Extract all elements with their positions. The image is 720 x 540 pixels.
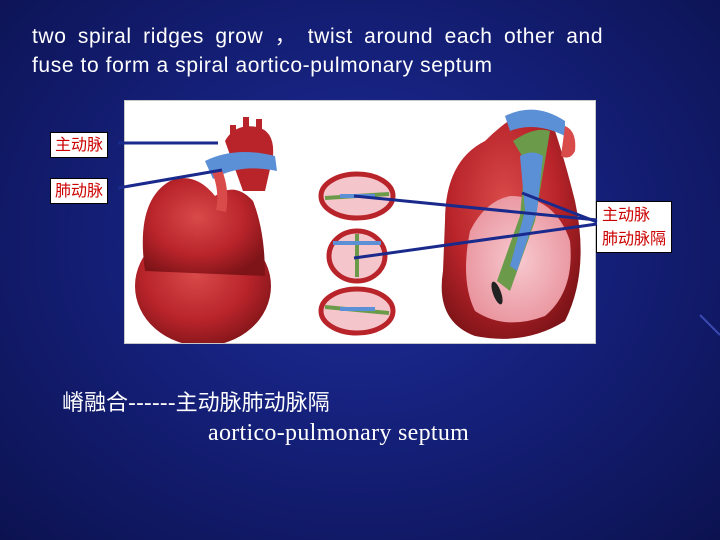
arch-branch-2 — [243, 117, 249, 131]
label-right-line-2: 肺动脉隔 — [602, 229, 667, 248]
heart-illustration — [135, 109, 581, 343]
aortic-root — [212, 169, 228, 212]
heading-line-2: fuse to form a spiral aortico-pulmonary … — [32, 54, 493, 77]
label-right-line-1: 主动脉 — [602, 205, 651, 224]
bottom-chinese-caption: 嵴融合------主动脉肺动脉隔 — [62, 391, 330, 416]
sectioned-heart — [441, 109, 581, 339]
pulmonary-trunk — [205, 152, 277, 179]
label-aorta: 主动脉 — [50, 132, 109, 158]
bottom-english-caption: aortico-pulmonary septum — [208, 420, 470, 446]
cross-sections — [318, 171, 396, 336]
corner-decoration — [699, 314, 720, 336]
arch-branch-1 — [230, 125, 236, 139]
external-heart — [135, 117, 277, 343]
slide-heading: two spiral ridges grow ， twist around ea… — [32, 22, 692, 80]
septal-mark — [491, 281, 503, 305]
heart-development-figure — [124, 100, 596, 344]
right-pulmonary-top — [505, 109, 565, 136]
heading-line-1: two spiral ridges grow ， twist around ea… — [32, 25, 604, 48]
label-aorticopulmonary-septum: 主动脉 肺动脉隔 — [596, 201, 673, 253]
right-aorta-top — [561, 126, 576, 158]
label-pulmonary-artery: 肺动脉 — [50, 178, 109, 204]
arch-branch-3 — [256, 119, 262, 133]
atrium-shape — [142, 178, 265, 276]
